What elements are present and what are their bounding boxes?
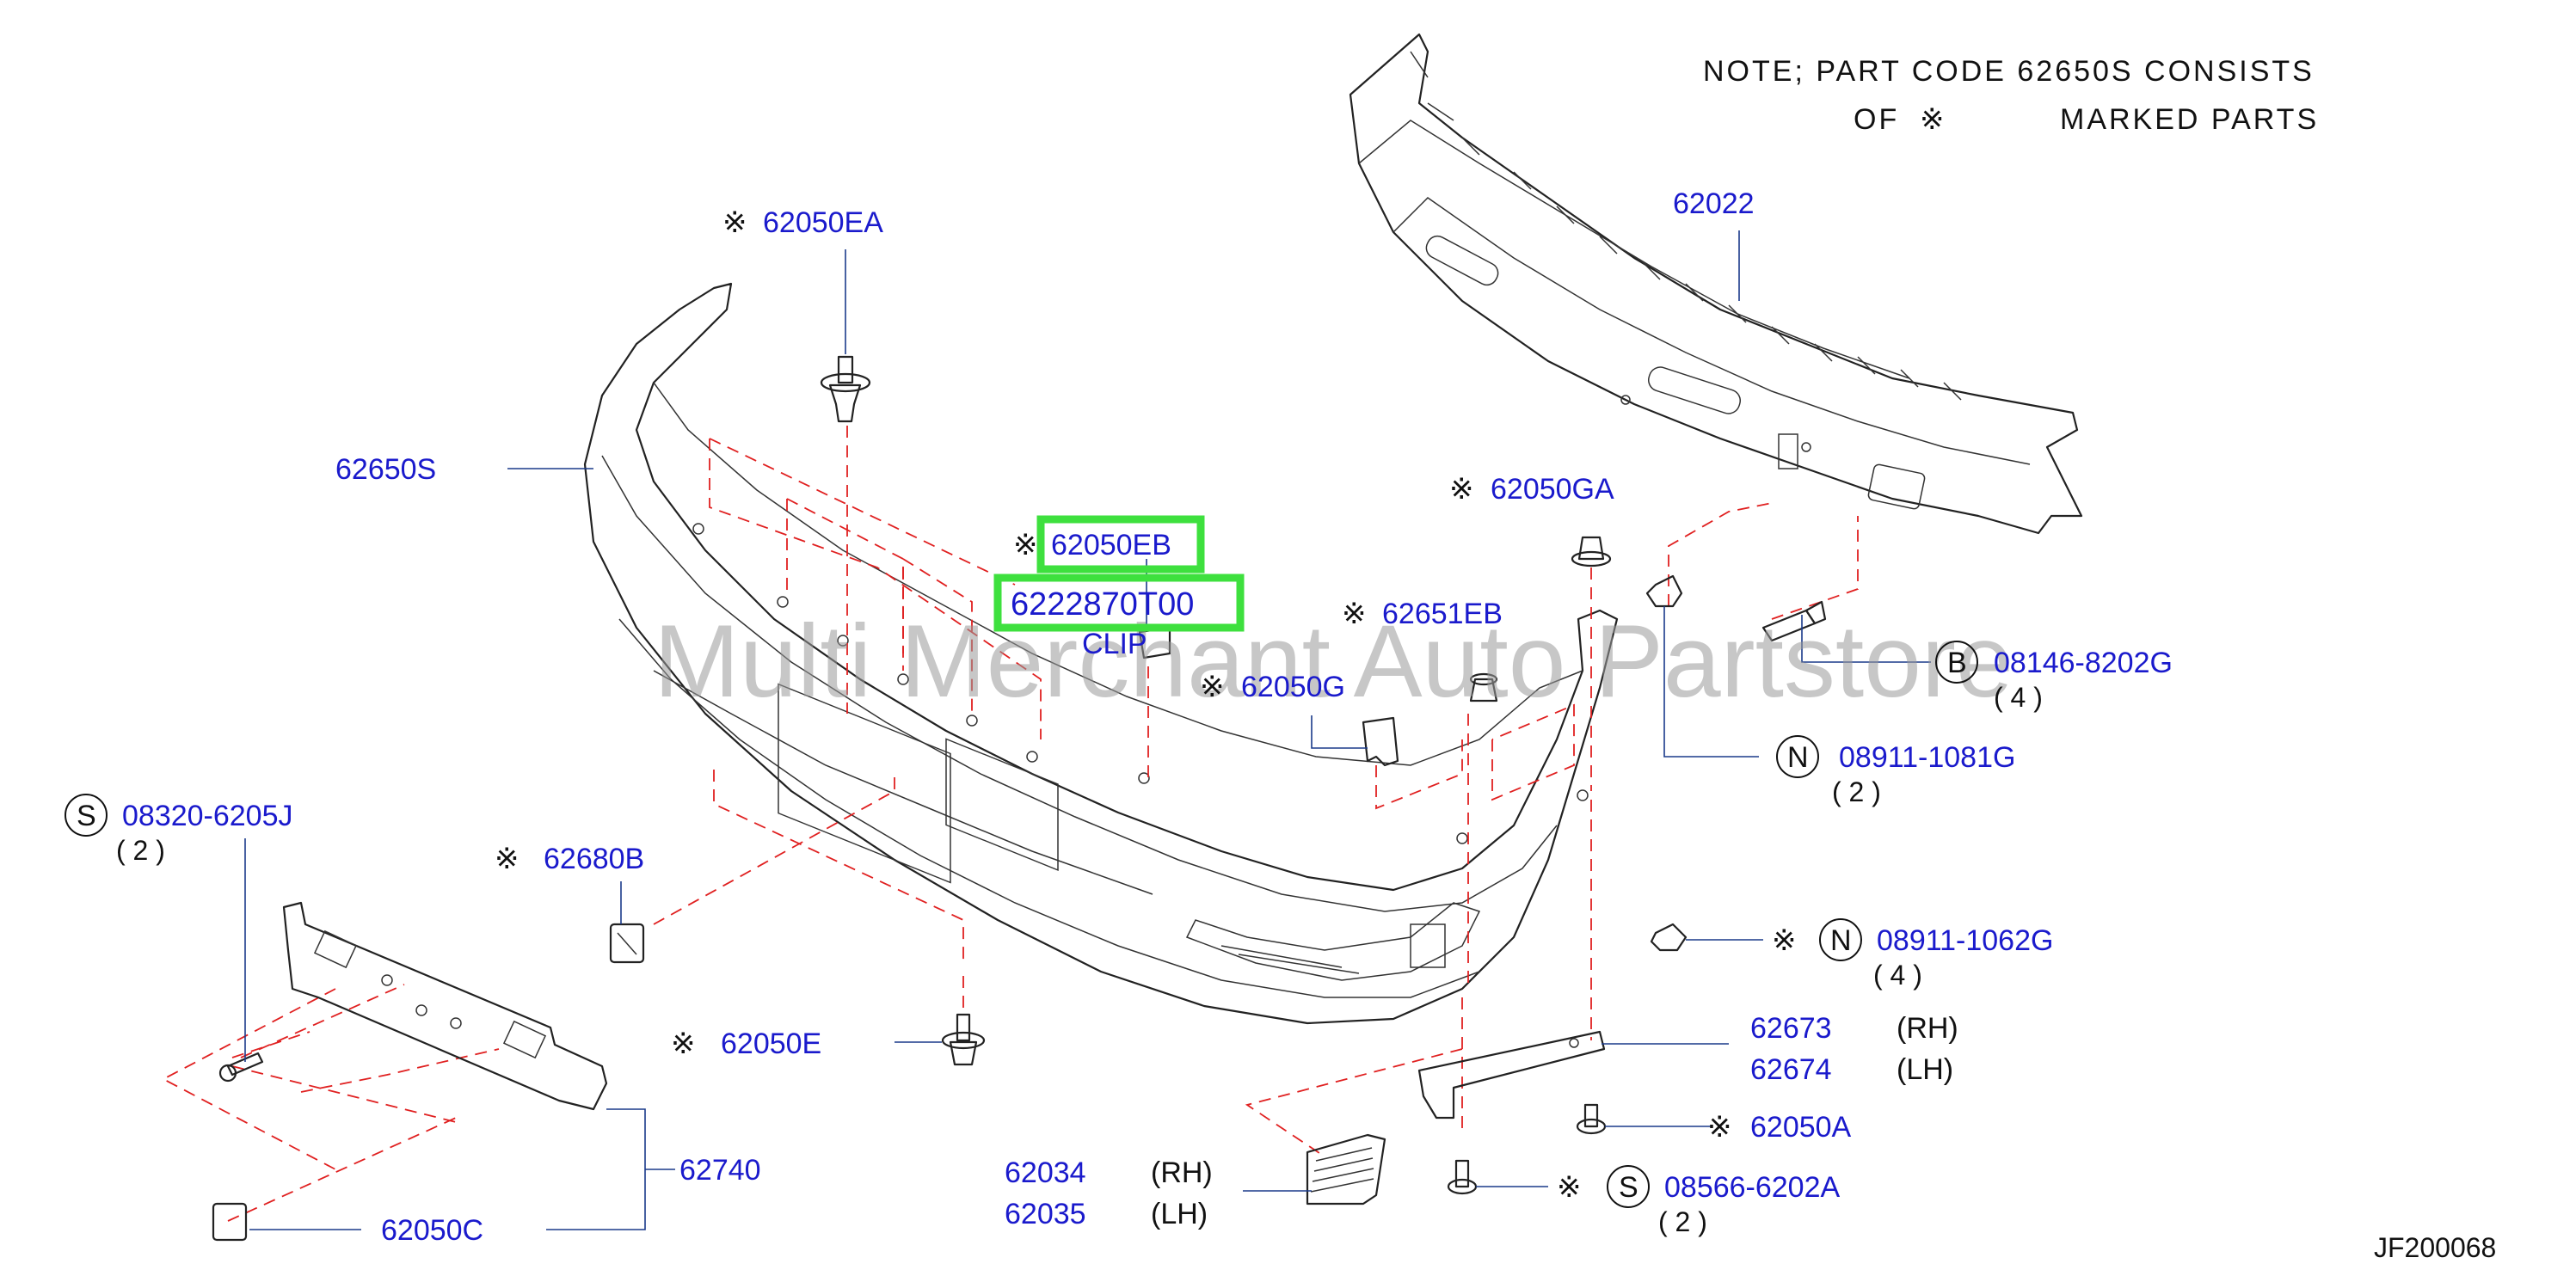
clip-62050G-shape bbox=[1362, 716, 1399, 767]
label-62034[interactable]: 62034 bbox=[1005, 1156, 1086, 1189]
clip-62680B-shape bbox=[609, 923, 645, 964]
clip-62050GA-shape bbox=[1571, 536, 1612, 567]
label-62050G[interactable]: 62050G bbox=[1241, 671, 1345, 703]
mark-62050A: ※ bbox=[1707, 1111, 1732, 1144]
note-line-2-of: OF bbox=[1854, 103, 1899, 136]
bracket-62673-62674-shape bbox=[1417, 1030, 1606, 1120]
bumper-fascia-drawing bbox=[583, 282, 1619, 1025]
mark-62050G: ※ bbox=[1200, 671, 1225, 703]
label-62050EB[interactable]: 62050EB bbox=[1051, 529, 1171, 561]
label-08320-6205J[interactable]: 08320-6205J bbox=[122, 800, 293, 832]
label-62650S[interactable]: 62650S bbox=[335, 453, 436, 486]
qty-08911-1062G: ( 4 ) bbox=[1873, 960, 1922, 991]
side-62674: (LH) bbox=[1897, 1053, 1953, 1086]
label-62740[interactable]: 62740 bbox=[679, 1154, 761, 1187]
label-62050EA[interactable]: 62050EA bbox=[763, 206, 883, 239]
circle-n1-letter: N bbox=[1787, 741, 1809, 774]
label-62674[interactable]: 62674 bbox=[1750, 1053, 1832, 1086]
mark-62050GA: ※ bbox=[1449, 473, 1474, 506]
mark-62050EB: ※ bbox=[1013, 529, 1038, 561]
highlight-6222870T00 bbox=[993, 574, 1245, 632]
circle-b bbox=[1935, 641, 1978, 684]
label-62050C[interactable]: 62050C bbox=[381, 1214, 483, 1247]
mark-62050E: ※ bbox=[671, 1028, 696, 1060]
mark-62651EB: ※ bbox=[1342, 598, 1367, 630]
note-line-1: NOTE; PART CODE 62650S CONSISTS bbox=[1703, 55, 2315, 88]
nut-08911-1062G-shape bbox=[1650, 923, 1688, 952]
qty-08911-1081G: ( 2 ) bbox=[1832, 776, 1881, 807]
leader-62740 bbox=[546, 1108, 646, 1230]
label-62673[interactable]: 62673 bbox=[1750, 1012, 1832, 1045]
leader-62050G bbox=[1311, 715, 1368, 749]
clip-62651EB-shape bbox=[1469, 672, 1498, 702]
label-6222870T00[interactable]: 6222870T00 bbox=[1011, 586, 1194, 623]
label-62050E[interactable]: 62050E bbox=[721, 1028, 821, 1060]
highlight-62050EB bbox=[1036, 515, 1205, 574]
note-mark-symbol: ※ bbox=[1920, 103, 1947, 136]
circle-s1-letter: S bbox=[77, 800, 96, 832]
mark-62050EA: ※ bbox=[722, 206, 747, 239]
circle-n1 bbox=[1776, 735, 1819, 778]
clip-62050EA-shape bbox=[820, 355, 871, 423]
side-62673: (RH) bbox=[1897, 1012, 1958, 1045]
clip-62050C-shape bbox=[212, 1202, 248, 1242]
mark-08911-1062G: ※ bbox=[1772, 924, 1797, 957]
clip-62050E-shape bbox=[941, 1013, 986, 1066]
side-62034: (RH) bbox=[1151, 1156, 1213, 1189]
screw-08320-6205J-shape bbox=[218, 1052, 264, 1083]
mark-08566-6202A: ※ bbox=[1557, 1171, 1582, 1204]
screw-62050A-shape bbox=[1576, 1103, 1607, 1135]
circle-s2 bbox=[1607, 1165, 1650, 1208]
license-bracket-62740-shape bbox=[282, 901, 608, 1111]
leader-08911-1081G bbox=[1663, 606, 1759, 758]
bolt-08146-8202G-shape bbox=[1761, 600, 1827, 642]
label-08146-8202G[interactable]: 08146-8202G bbox=[1994, 647, 2173, 679]
screw-08566-6202A-shape bbox=[1447, 1159, 1478, 1195]
label-clip: CLIP bbox=[1082, 628, 1147, 660]
qty-08320-6205J: ( 2 ) bbox=[116, 835, 165, 866]
label-62022[interactable]: 62022 bbox=[1673, 187, 1755, 220]
watermark-text: Multi Merchant Auto Partstore bbox=[654, 604, 2013, 719]
circle-b-letter: B bbox=[1947, 647, 1967, 679]
assembly-dashed-lines bbox=[162, 426, 1859, 1222]
mark-62680B: ※ bbox=[495, 843, 520, 875]
label-62050A[interactable]: 62050A bbox=[1750, 1111, 1852, 1144]
label-62035[interactable]: 62035 bbox=[1005, 1198, 1086, 1230]
circle-s2-letter: S bbox=[1619, 1171, 1638, 1204]
leader-08146-8202G bbox=[1801, 615, 1931, 663]
side-62035: (LH) bbox=[1151, 1198, 1208, 1230]
label-62050GA[interactable]: 62050GA bbox=[1491, 473, 1614, 506]
qty-08566-6202A: ( 2 ) bbox=[1658, 1206, 1707, 1237]
grille-62034-62035-shape bbox=[1306, 1133, 1386, 1205]
circle-n2 bbox=[1819, 918, 1862, 961]
note-line-2-rest: MARKED PARTS bbox=[2060, 103, 2319, 136]
nut-08911-1081G-shape bbox=[1645, 574, 1683, 608]
label-08911-1062G[interactable]: 08911-1062G bbox=[1877, 924, 2053, 957]
label-62651EB[interactable]: 62651EB bbox=[1382, 598, 1503, 630]
label-62680B[interactable]: 62680B bbox=[544, 843, 644, 875]
circle-s1 bbox=[65, 794, 108, 837]
qty-08146-8202G: ( 4 ) bbox=[1994, 682, 2043, 713]
circle-n2-letter: N bbox=[1830, 924, 1852, 957]
label-08566-6202A[interactable]: 08566-6202A bbox=[1664, 1171, 1841, 1204]
diagram-code: JF200068 bbox=[2374, 1232, 2496, 1263]
reinforcement-beam-drawing bbox=[1349, 33, 2083, 535]
label-08911-1081G[interactable]: 08911-1081G bbox=[1839, 741, 2015, 774]
